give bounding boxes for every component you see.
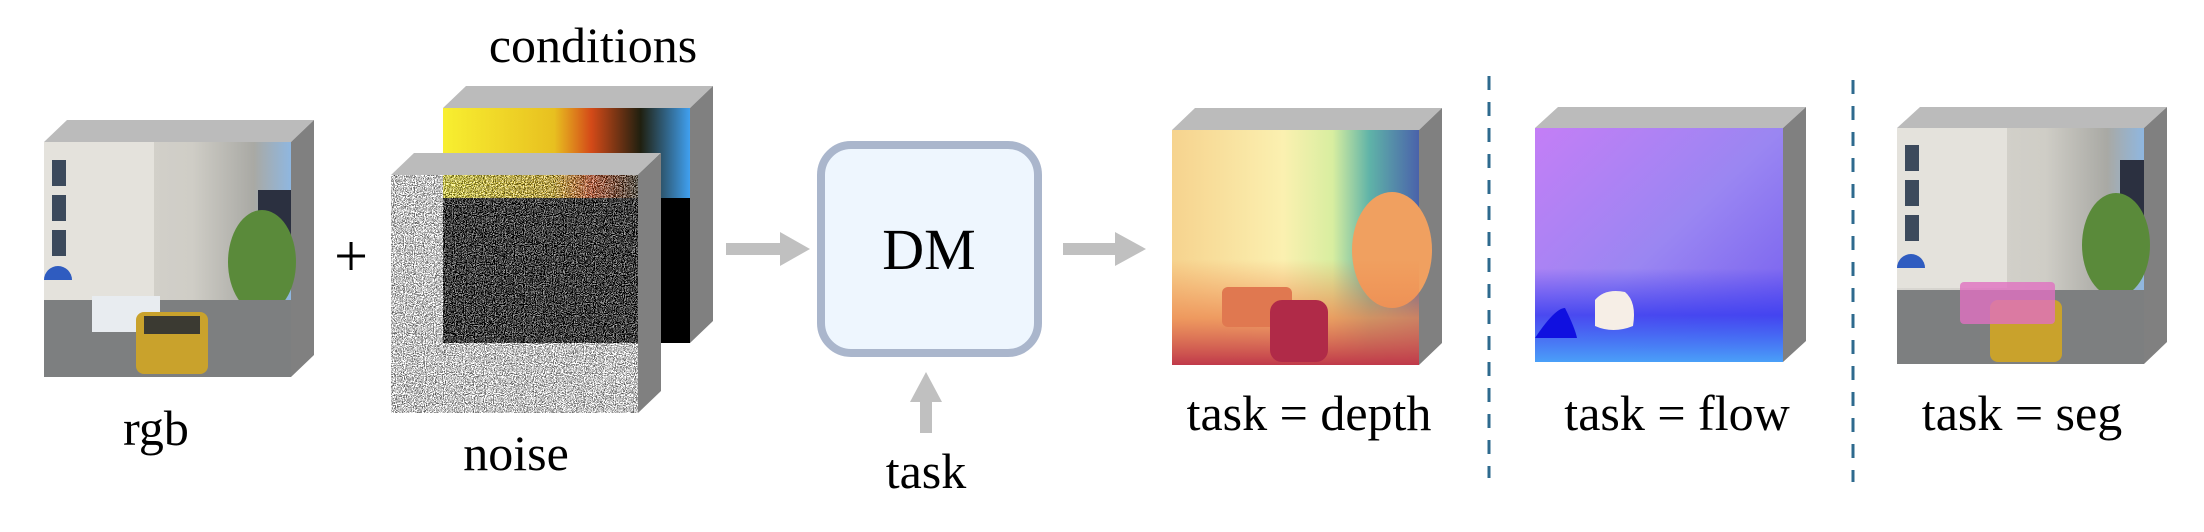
rgb-input-cube: rgb <box>44 120 314 456</box>
output-label-flow: task = flow <box>1564 385 1789 441</box>
rgb-label: rgb <box>123 400 189 456</box>
noise-image <box>391 175 638 413</box>
noise-label: noise <box>463 425 569 481</box>
output-label-seg: task = seg <box>1922 385 2122 441</box>
plus-sign: + <box>334 223 368 289</box>
segmentation-image <box>1897 128 2150 364</box>
segmentation-output-cube: task = seg <box>1897 107 2167 441</box>
arrow-right-icon <box>726 232 810 266</box>
flow-output-cube: task = flow <box>1535 107 1806 441</box>
dm-label: DM <box>882 217 975 282</box>
cube-top-face <box>1172 108 1442 130</box>
noise-cube: noise <box>391 153 661 481</box>
cube-top-face <box>1535 107 1806 128</box>
output-label-depth: task = depth <box>1187 385 1432 441</box>
cube-side-face <box>291 120 314 377</box>
task-label: task <box>886 443 967 499</box>
cube-side-face <box>690 86 713 343</box>
cube-top-face <box>391 153 661 175</box>
depth-output-cube: task = depth <box>1172 108 1442 441</box>
arrow-right-icon <box>1063 232 1146 266</box>
cube-top-face <box>443 86 713 108</box>
cube-side-face <box>2144 107 2167 364</box>
cube-top-face <box>44 120 314 142</box>
rgb-image <box>44 142 296 377</box>
arrow-up-icon <box>910 372 942 433</box>
cube-side-face <box>1783 107 1806 362</box>
cube-top-face <box>1897 107 2167 128</box>
conditions-label: conditions <box>489 17 697 73</box>
depth-map-image <box>1172 130 1432 365</box>
optical-flow-image <box>1535 128 1783 362</box>
diffusion-model-block: DM <box>817 141 1042 357</box>
cube-side-face <box>638 153 661 413</box>
